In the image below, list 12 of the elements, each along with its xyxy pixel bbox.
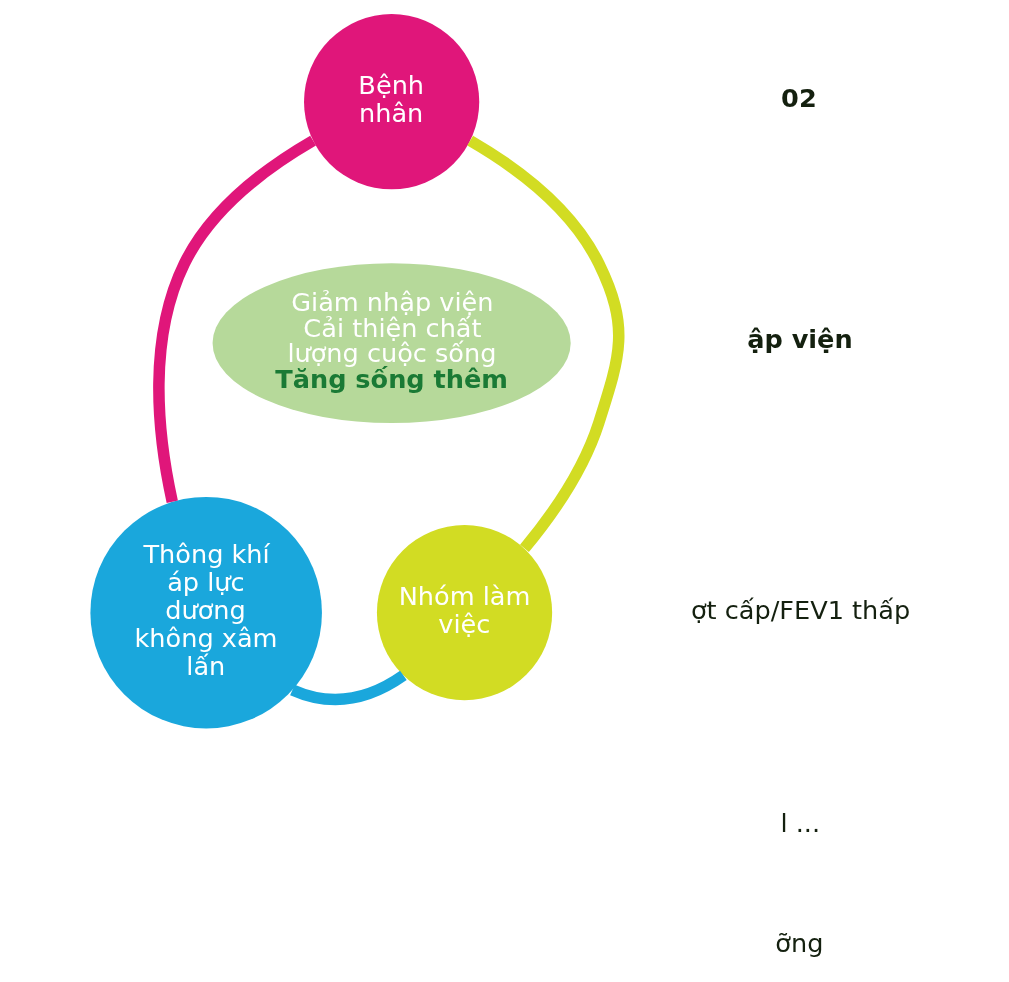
label: ập viện xyxy=(747,323,853,354)
label: 02 xyxy=(781,82,817,113)
node-circle: Thông khí áp lực dương không xâm lấn xyxy=(90,496,322,728)
label: ợt cấp/FEV1 thấp xyxy=(690,594,911,625)
label: ỡng xyxy=(775,927,824,958)
label: l ... xyxy=(780,807,821,838)
connector xyxy=(467,135,625,552)
connector xyxy=(153,135,316,503)
connector xyxy=(290,670,407,705)
node-circle: Nhóm làm việc xyxy=(376,524,553,700)
node-ellipse: Giảm nhập viện Cải thiện chất lượng cuộc sống Tăng sống thêm xyxy=(212,262,571,423)
node-circle: Bệnh nhân xyxy=(304,13,480,189)
